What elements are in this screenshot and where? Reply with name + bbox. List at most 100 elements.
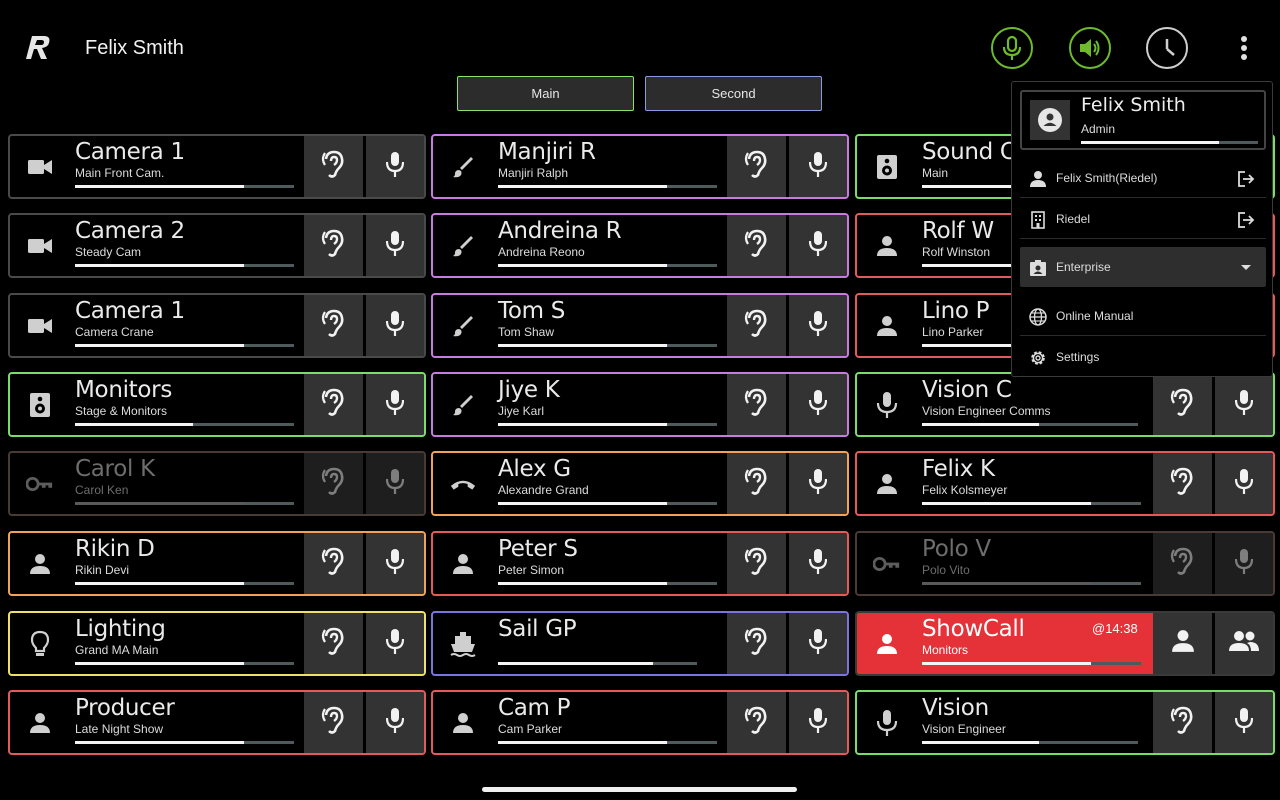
listen-button[interactable] [304, 453, 363, 514]
talk-button[interactable] [787, 295, 847, 356]
talk-button[interactable] [364, 692, 424, 753]
call-group-button[interactable] [1213, 613, 1273, 674]
tab-main[interactable]: Main [457, 76, 634, 111]
level-meter-fill [922, 662, 1091, 665]
listen-button[interactable] [1153, 453, 1212, 514]
talk-button[interactable] [364, 295, 424, 356]
menu-item-user-account[interactable]: Felix Smith(Riedel) [1020, 158, 1266, 198]
talk-button[interactable] [364, 374, 424, 435]
key-sublabel: Monitors [922, 643, 969, 657]
talk-button[interactable] [787, 136, 847, 197]
talk-button[interactable] [787, 533, 847, 594]
listen-button[interactable] [1153, 692, 1212, 753]
person-icon [1171, 629, 1195, 658]
listen-button[interactable] [727, 295, 786, 356]
listen-button[interactable] [304, 692, 363, 753]
listen-button[interactable] [727, 215, 786, 276]
level-meter-fill [922, 423, 1039, 426]
talk-button[interactable] [787, 215, 847, 276]
talk-button[interactable] [364, 453, 424, 514]
talk-button[interactable] [787, 613, 847, 674]
key-sublabel: Carol Ken [75, 483, 129, 497]
listen-button[interactable] [1153, 374, 1212, 435]
key-label: Felix K [922, 456, 995, 482]
logout-icon[interactable] [1236, 210, 1256, 230]
talk-button[interactable] [787, 374, 847, 435]
listen-button[interactable] [727, 374, 786, 435]
key-label: Vision [922, 695, 989, 721]
talk-button[interactable] [364, 533, 424, 594]
microphone-toggle-button[interactable] [991, 27, 1033, 69]
talk-button[interactable] [787, 692, 847, 753]
talk-button[interactable] [1213, 533, 1273, 594]
listen-button[interactable] [727, 613, 786, 674]
listen-button[interactable] [727, 692, 786, 753]
microphone-icon [1234, 388, 1254, 421]
lightbulb-icon [26, 630, 54, 658]
listen-button[interactable] [304, 136, 363, 197]
ear-listen-icon [743, 626, 771, 661]
ear-listen-icon [320, 626, 348, 661]
call-user-button[interactable] [1153, 613, 1212, 674]
key-label: Producer [75, 695, 175, 721]
ear-listen-icon [1169, 546, 1197, 581]
phone-icon [449, 470, 477, 498]
microphone-icon [385, 229, 405, 262]
menu-item-settings[interactable]: Settings [1020, 337, 1266, 377]
more-menu-button[interactable] [1232, 32, 1256, 64]
talk-button[interactable] [1213, 692, 1273, 753]
speaker-toggle-button[interactable] [1069, 27, 1111, 69]
listen-button[interactable] [727, 136, 786, 197]
tab-second[interactable]: Second [645, 76, 822, 111]
listen-button[interactable] [727, 533, 786, 594]
menu-item-online-manual[interactable]: Online Manual [1020, 296, 1266, 336]
group-icon [1229, 630, 1259, 657]
intercom-key[interactable]: Sail GP [431, 611, 849, 676]
key-label: Alex G [498, 456, 571, 482]
clock-icon [1165, 39, 1175, 56]
talk-button[interactable] [364, 136, 424, 197]
menu-item-organization[interactable]: Riedel [1020, 199, 1266, 239]
talk-button[interactable] [364, 215, 424, 276]
listen-button[interactable] [304, 613, 363, 674]
talk-button[interactable] [1213, 374, 1273, 435]
enterprise-select[interactable]: Enterprise [1020, 247, 1266, 287]
clock-button[interactable] [1146, 27, 1188, 69]
home-indicator[interactable] [482, 787, 797, 792]
key-sublabel: Peter Simon [498, 563, 565, 577]
logout-icon[interactable] [1236, 169, 1256, 189]
listen-button[interactable] [304, 295, 363, 356]
videocam-icon [26, 153, 54, 181]
talk-button[interactable] [364, 613, 424, 674]
listen-button[interactable] [304, 215, 363, 276]
listen-button[interactable] [727, 453, 786, 514]
top-bar: Felix Smith [0, 0, 1280, 76]
listen-button[interactable] [304, 533, 363, 594]
listen-button[interactable] [1153, 533, 1212, 594]
listen-button[interactable] [304, 374, 363, 435]
key-sublabel: Lino Parker [922, 325, 984, 339]
talk-button[interactable] [1213, 453, 1273, 514]
profile-card[interactable]: Felix Smith Admin [1020, 90, 1266, 150]
talk-button[interactable] [787, 453, 847, 514]
